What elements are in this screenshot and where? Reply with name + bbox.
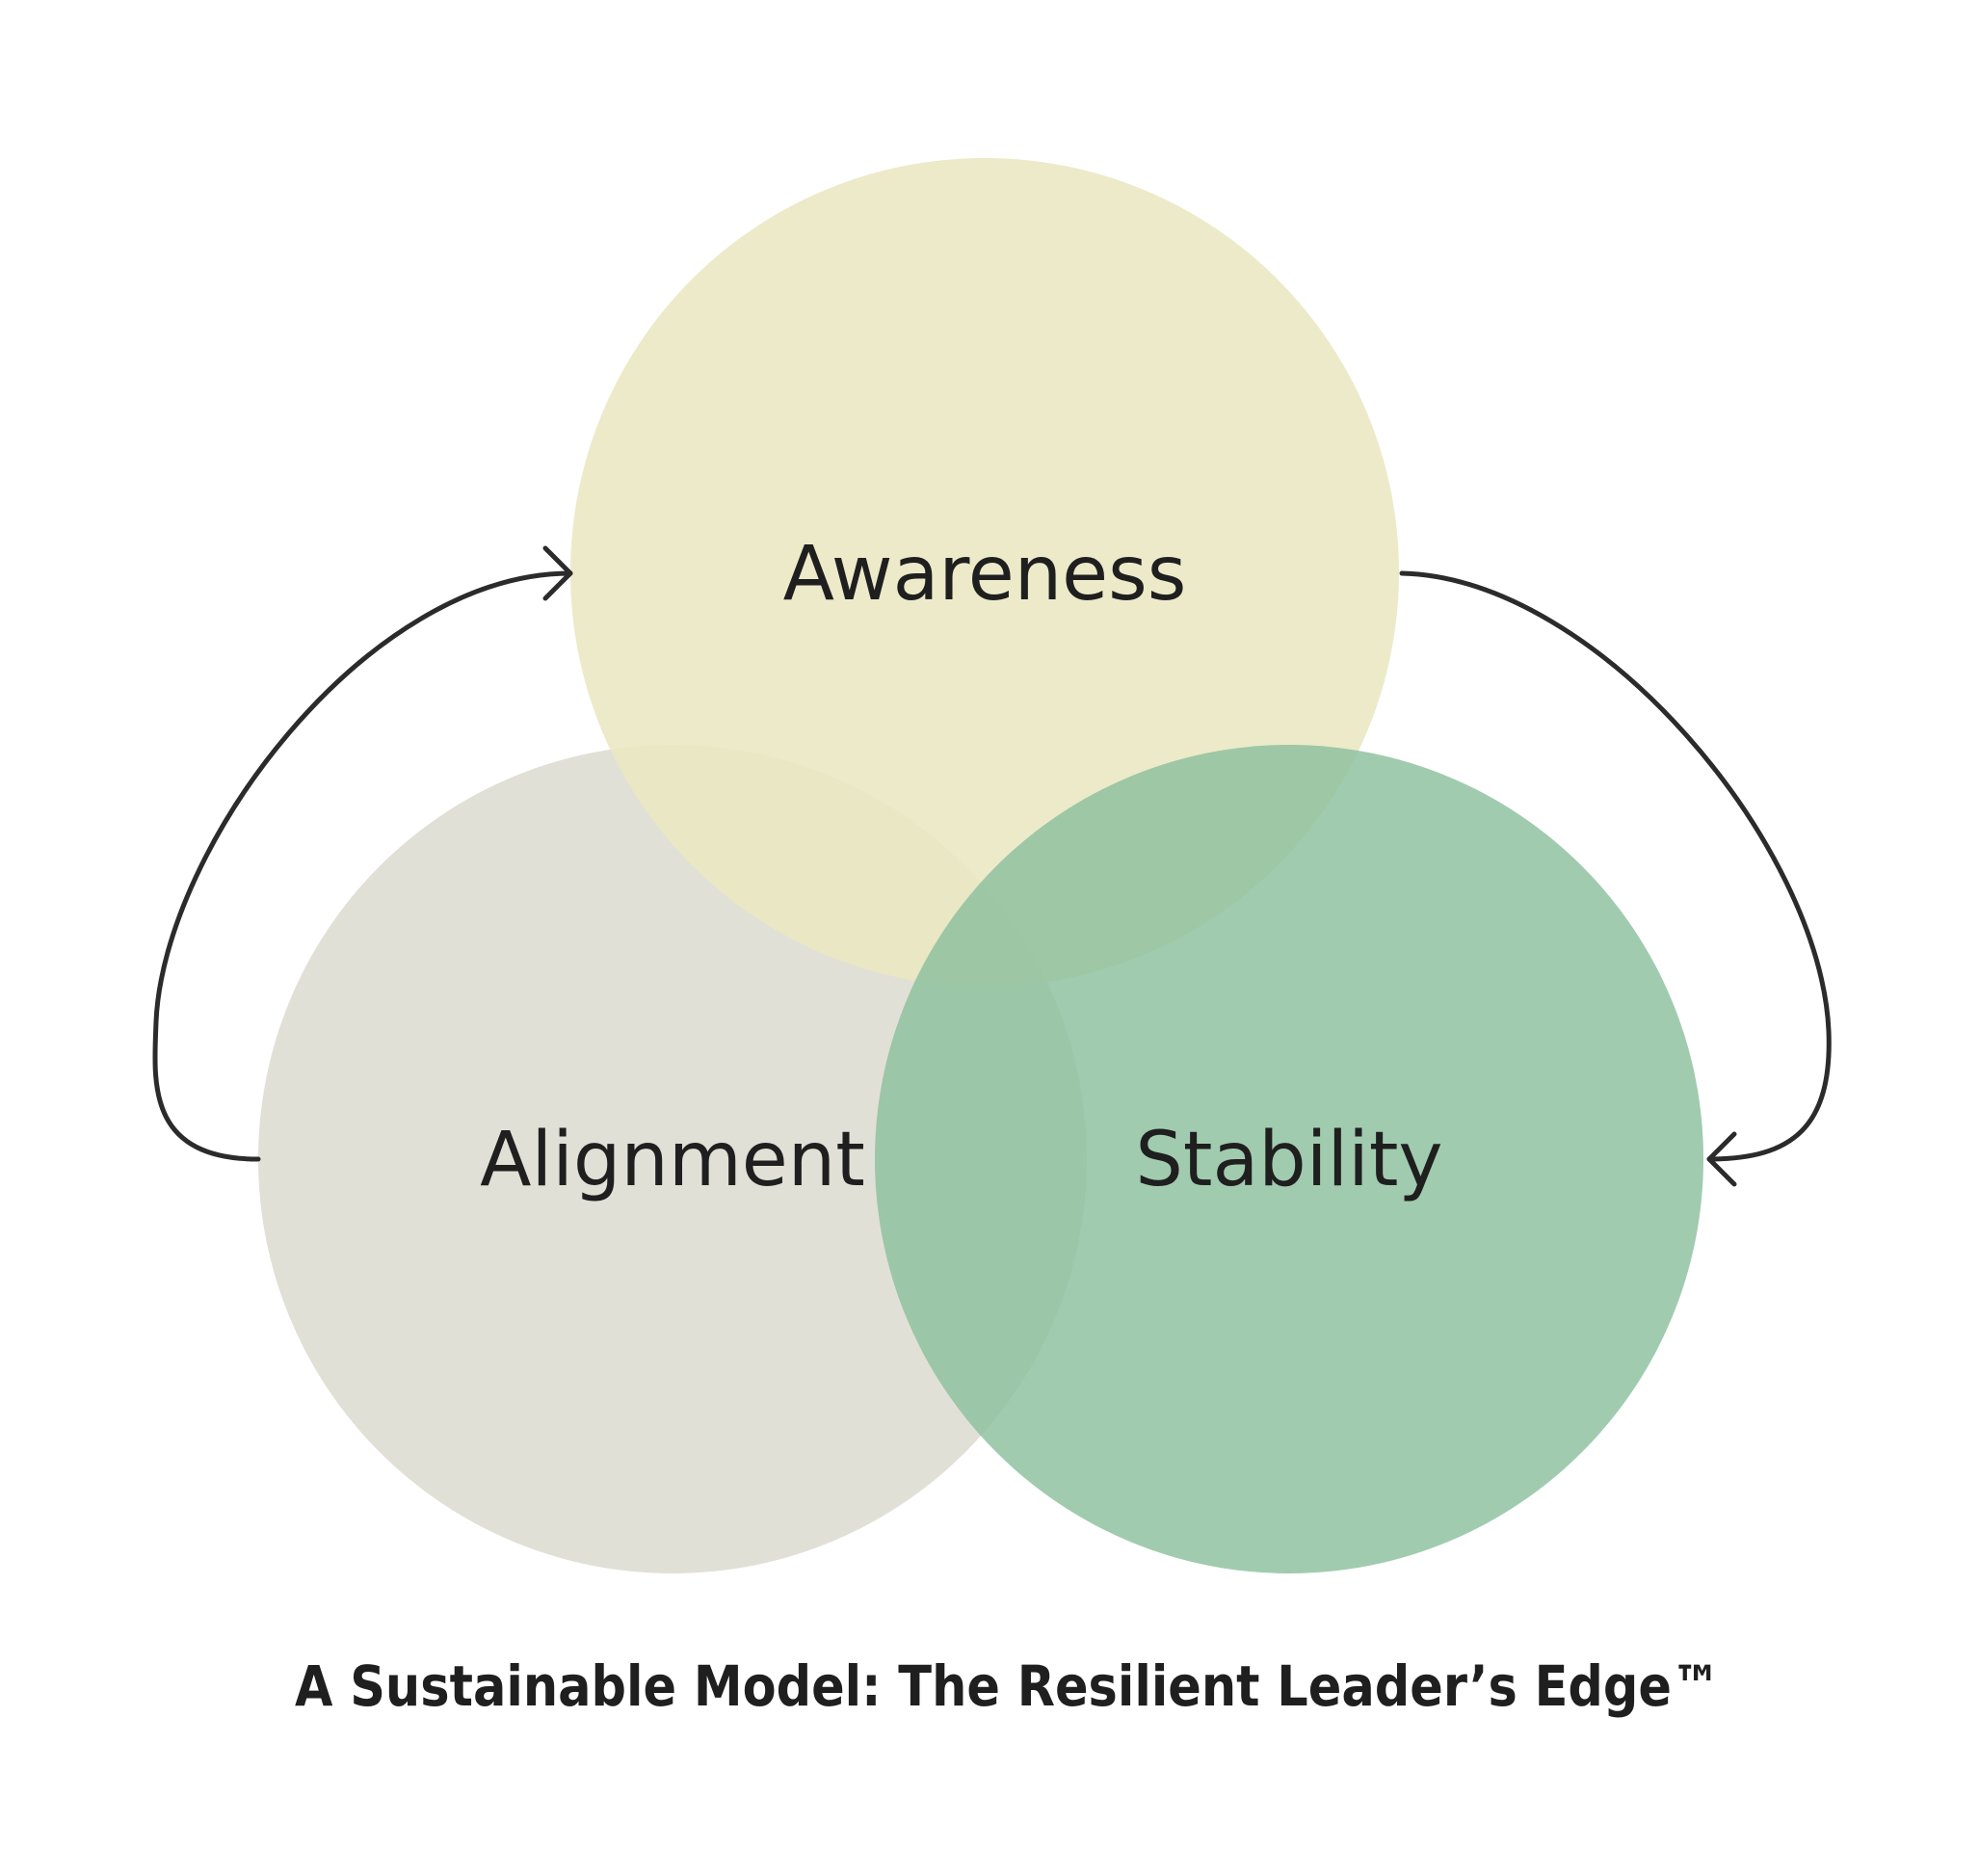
alignment-label: Alignment xyxy=(480,1117,865,1203)
left-cycle-arrow xyxy=(152,570,573,1162)
stability-label: Stability xyxy=(1135,1117,1442,1203)
right-cycle-arrow xyxy=(1399,570,1832,1162)
left-arrowhead-icon xyxy=(542,545,573,601)
awareness-label: Awareness xyxy=(783,531,1187,618)
right-arrowhead-icon xyxy=(1706,1131,1737,1187)
diagram-caption: A Sustainable Model: The Resilient Leade… xyxy=(295,1653,1721,1719)
stability-circle xyxy=(875,745,1703,1573)
